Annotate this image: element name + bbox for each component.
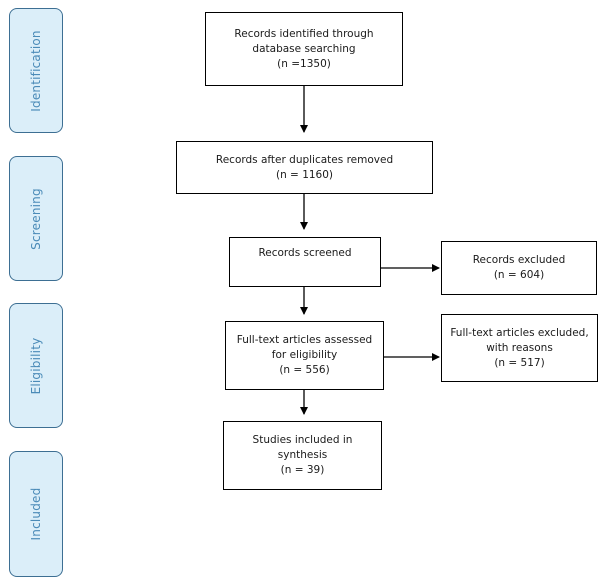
box-fulltext-assessed-line2: for eligibility	[271, 349, 338, 361]
box-fulltext-assessed: Full-text articles assessed for eligibil…	[225, 321, 384, 390]
box-studies-included: Studies included in synthesis (n = 39)	[223, 421, 382, 490]
phase-included: Included	[9, 451, 63, 577]
box-records-screened-line1: Records screened	[258, 247, 352, 259]
box-after-duplicates: Records after duplicates removed (n = 11…	[176, 141, 433, 194]
phase-identification-label: Identification	[29, 29, 43, 112]
box-records-excluded: Records excluded (n = 604)	[441, 241, 597, 295]
box-studies-included-line1: Studies included in	[252, 434, 353, 446]
box-records-excluded-line2: (n = 604)	[493, 269, 545, 281]
phase-eligibility-label: Eligibility	[29, 337, 43, 394]
box-fulltext-assessed-line3: (n = 556)	[279, 364, 330, 376]
box-fulltext-excluded-line1: Full-text articles excluded,	[450, 326, 589, 339]
phase-eligibility: Eligibility	[9, 303, 63, 428]
phase-screening-label: Screening	[29, 187, 43, 250]
box-after-duplicates-line2: (n = 1160)	[275, 168, 334, 181]
box-studies-included-line3: (n = 39)	[280, 464, 325, 476]
box-studies-included-line2: synthesis	[277, 449, 328, 461]
box-records-identified-line2: database searching	[252, 42, 356, 55]
box-records-identified-line3: (n =1350)	[277, 57, 331, 70]
box-fulltext-assessed-line1: Full-text articles assessed	[236, 334, 373, 346]
phase-identification: Identification	[9, 8, 63, 133]
box-fulltext-excluded: Full-text articles excluded, with reason…	[441, 314, 598, 382]
box-records-identified-line1: Records identified through	[234, 27, 374, 40]
box-records-identified: Records identified through database sear…	[205, 12, 403, 86]
box-fulltext-excluded-line2: with reasons	[486, 341, 553, 354]
phase-screening: Screening	[9, 156, 63, 281]
box-records-screened: Records screened	[229, 237, 381, 287]
box-records-excluded-line1: Records excluded	[472, 254, 566, 266]
box-after-duplicates-line1: Records after duplicates removed	[215, 153, 394, 166]
box-fulltext-excluded-line3: (n = 517)	[494, 356, 545, 369]
phase-included-label: Included	[29, 487, 43, 541]
